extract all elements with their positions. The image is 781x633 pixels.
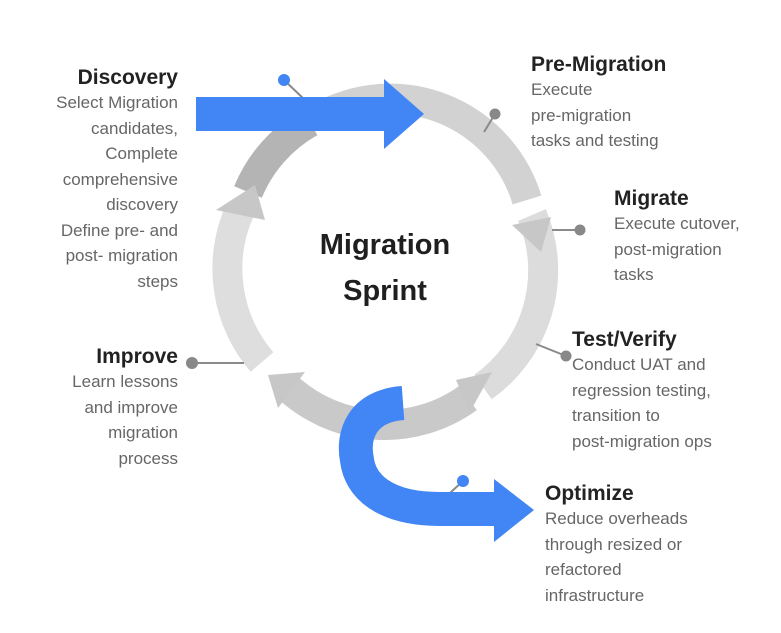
stage-test-verify-title: Test/Verify (572, 328, 677, 351)
exit-arrow-curve (338, 386, 495, 526)
stage-discovery: Discovery Select Migration candidates, C… (56, 66, 178, 294)
connector-dot-optimize (457, 475, 469, 487)
stage-test-verify-line: Conduct UAT and (572, 355, 706, 374)
center-label-line-2: Sprint (343, 275, 427, 307)
entry-arrow-head (384, 79, 424, 149)
stage-migrate-title: Migrate (614, 187, 689, 210)
stage-pre-migration-line: pre-migration (531, 105, 632, 125)
stage-test-verify-line: post-migration ops (572, 431, 712, 451)
exit-arrow-head (494, 479, 534, 542)
stage-test-verify: Test/Verify Conduct UAT and regression t… (572, 328, 712, 454)
entry-arrow-shaft (196, 97, 386, 131)
stage-optimize-title: Optimize (545, 482, 634, 505)
stage-migrate-line: tasks (614, 265, 654, 284)
stage-migrate: Migrate Execute cutover, post-migration … (614, 187, 740, 288)
stage-improve-line: and improve (84, 397, 178, 417)
connector-dot-discovery (278, 74, 290, 86)
stage-optimize: Optimize Reduce overheads through resize… (545, 482, 688, 608)
ring-arrowhead-bottom-left (268, 372, 305, 408)
stage-optimize-line: infrastructure (545, 585, 645, 605)
stage-improve-description: Learn lessons and improve migration proc… (72, 369, 178, 471)
stage-migrate-description: Execute cutover, post-migration tasks (614, 211, 740, 288)
stage-optimize-description: Reduce overheads through resized or refa… (545, 506, 688, 608)
stage-test-verify-line: regression testing, (572, 380, 711, 400)
stage-discovery-line: discovery (106, 195, 178, 214)
ring-arrowhead-left (216, 185, 265, 220)
ring-segment-upper-left (234, 108, 318, 199)
stage-discovery-line: Complete (105, 144, 178, 163)
stage-pre-migration: Pre-Migration Execute pre-migration task… (531, 53, 666, 154)
stage-migrate-line: post-migration (614, 239, 722, 259)
stage-improve: Improve Learn lessons and improve migrat… (72, 345, 178, 471)
stage-discovery-line: Select Migration (56, 93, 178, 112)
stage-test-verify-line: transition to (572, 406, 660, 425)
stage-migrate-line: Execute cutover, (614, 214, 740, 233)
stage-test-verify-description: Conduct UAT and regression testing, tran… (572, 352, 712, 454)
stage-optimize-line: refactored (545, 560, 622, 579)
stage-discovery-line: post- migration (65, 246, 178, 265)
ring-segment-left (212, 203, 274, 372)
center-label-line-1: Migration (319, 229, 451, 261)
connector-dot-improve (186, 357, 198, 369)
stage-pre-migration-line: tasks and testing (531, 131, 659, 150)
connector-dot-pre-migration (489, 108, 501, 120)
stage-improve-title: Improve (96, 345, 178, 368)
stage-improve-line: process (118, 448, 178, 468)
stage-discovery-description: Select Migration candidates, Complete co… (56, 90, 178, 294)
stage-improve-line: Learn lessons (72, 372, 178, 391)
stage-discovery-line: steps (137, 271, 178, 291)
stage-pre-migration-description: Execute pre-migration tasks and testing (531, 77, 666, 154)
stage-discovery-line: candidates, (91, 118, 178, 138)
ring-arrowhead-bottom-right (456, 372, 492, 412)
stage-discovery-title: Discovery (77, 66, 178, 89)
stage-discovery-line: Define pre- and (60, 220, 178, 240)
stage-discovery-line: comprehensive (62, 169, 178, 189)
stage-pre-migration-line: Execute (531, 80, 593, 99)
connector-dot-migrate (574, 224, 586, 236)
stage-optimize-line: Reduce overheads (545, 509, 688, 528)
stage-optimize-line: through resized or (545, 534, 683, 554)
ring-arrowhead-right (512, 217, 551, 252)
stage-improve-line: migration (108, 423, 178, 442)
connector-dot-test-verify (560, 350, 572, 362)
center-label: Migration Sprint (290, 222, 480, 314)
stage-pre-migration-title: Pre-Migration (531, 53, 667, 76)
